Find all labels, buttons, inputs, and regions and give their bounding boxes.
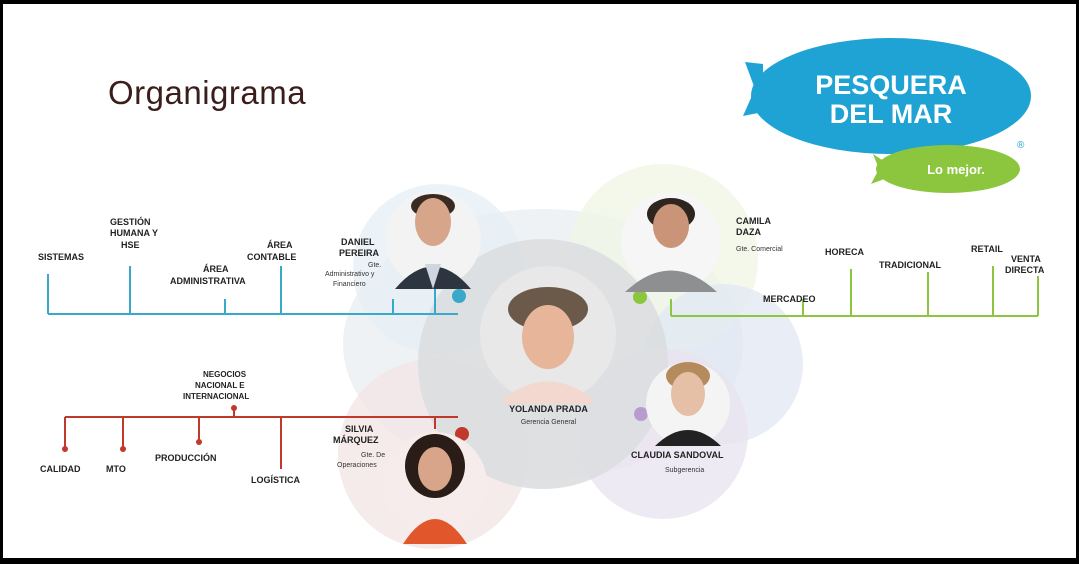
- camila-role: Gte. Comercial: [736, 246, 783, 253]
- photo-silvia: [383, 432, 487, 544]
- yolanda-role: Gerencia General: [520, 419, 577, 426]
- logo-registered-mark: ®: [1017, 140, 1025, 151]
- unit-gestion-line3: HSE: [121, 240, 140, 250]
- silvia-name-line2: MÁRQUEZ: [333, 435, 379, 445]
- daniel-role-line2: Administrativo y: [325, 271, 375, 278]
- admin-node-dot: [452, 289, 466, 303]
- unit-venta-line2: DIRECTA: [1005, 265, 1045, 275]
- silvia-name-line1: SILVIA: [345, 424, 374, 434]
- logo-tagline: Lo mejor.: [927, 162, 985, 177]
- unit-venta-line1: VENTA: [1011, 254, 1041, 264]
- unit-tradicional: TRADICIONAL: [879, 260, 941, 270]
- unit-gestion-line2: HUMANA Y: [110, 228, 159, 238]
- claudia-name: CLAUDIA SANDOVAL: [631, 450, 724, 460]
- operations-node-dot: [455, 427, 469, 441]
- yolanda-name: YOLANDA PRADA: [509, 404, 588, 414]
- unit-mercadeo: MERCADEO: [763, 294, 816, 304]
- daniel-role-line3: Financiero: [333, 281, 366, 288]
- photo-daniel: [385, 191, 481, 289]
- unit-area-admin-line1: ÁREA: [203, 264, 229, 274]
- photo-camila: [621, 192, 721, 292]
- unit-logistica: LOGÍSTICA: [251, 475, 300, 485]
- unit-area-cont-line1: ÁREA: [267, 240, 293, 250]
- unit-negocios-line2: NACIONAL E: [195, 381, 245, 390]
- daniel-name-line1: DANIEL: [341, 237, 375, 247]
- page-title: Organigrama: [108, 74, 307, 111]
- logo-line1: PESQUERA: [815, 70, 967, 100]
- unit-gestion-line1: GESTIÓN: [110, 217, 151, 227]
- unit-mto: MTO: [106, 464, 126, 474]
- photo-yolanda: [480, 266, 616, 404]
- subgerencia-node-dot: [634, 407, 648, 421]
- unit-sistemas: SISTEMAS: [38, 252, 85, 262]
- unit-calidad: CALIDAD: [40, 464, 81, 474]
- unit-negocios-line3: INTERNACIONAL: [183, 392, 250, 401]
- commercial-node-dot: [633, 290, 647, 304]
- logo-line2: DEL MAR: [830, 99, 953, 129]
- unit-area-cont-line2: CONTABLE: [247, 252, 297, 262]
- unit-retail: RETAIL: [971, 244, 1003, 254]
- unit-produccion: PRODUCCIÓN: [155, 453, 217, 463]
- unit-area-admin-line2: ADMINISTRATIVA: [170, 276, 246, 286]
- daniel-name-line2: PEREIRA: [339, 248, 380, 258]
- silvia-role-line1: Gte. De: [361, 452, 386, 459]
- pesquera-logo: PESQUERA DEL MAR Lo mejor. ®: [743, 38, 1031, 193]
- org-chart-graphics: PESQUERA DEL MAR Lo mejor. ®: [47, 38, 1039, 549]
- daniel-role-line1: Gte.: [368, 262, 382, 269]
- admin-branch-lines: [47, 266, 458, 315]
- unit-negocios-line1: NEGOCIOS: [203, 370, 247, 379]
- camila-name-line2: DAZA: [736, 227, 761, 237]
- silvia-role-line2: Operaciones: [337, 462, 377, 469]
- unit-horeca: HORECA: [825, 247, 865, 257]
- commercial-branch-lines: [670, 266, 1039, 317]
- claudia-role: Subgerencia: [665, 467, 705, 474]
- camila-name-line1: CAMILA: [736, 216, 771, 226]
- photo-claudia: [646, 362, 730, 446]
